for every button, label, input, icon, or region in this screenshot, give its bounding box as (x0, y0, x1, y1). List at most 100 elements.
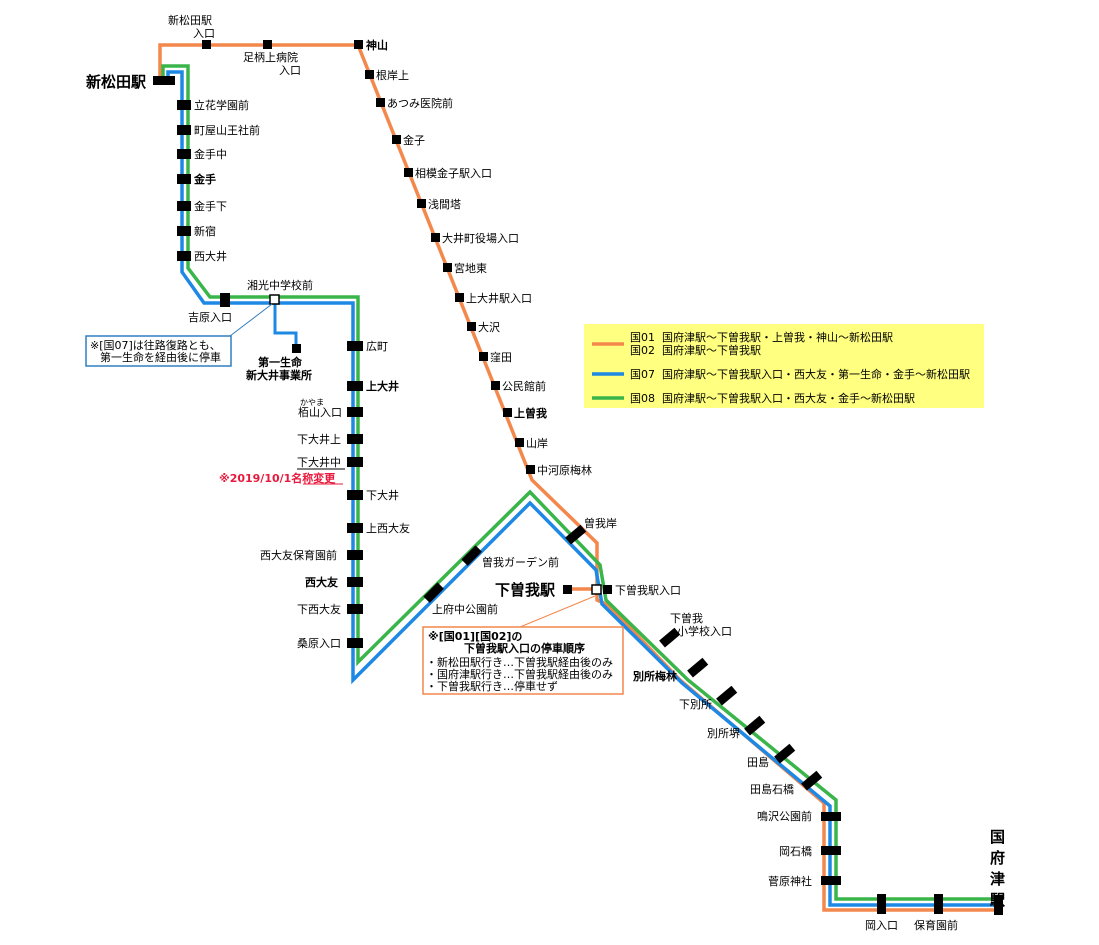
legend-code-kuni08: 国08 (630, 392, 655, 405)
terminal-label-kozu-char-1: 国 (990, 828, 1005, 846)
stop-label-oimachi: 大井町役場入口 (442, 231, 519, 245)
legend-text-kuni01: 国府津駅～下曽我駅・上曽我・神山～新松田駅 (662, 330, 893, 344)
stop-label-narusawa: 鳴沢公園前 (757, 809, 812, 823)
stop-label-shimosoga-iriguchi: 下曽我駅入口 (615, 583, 681, 597)
stop-label-besshosakai: 別所堺 (707, 727, 740, 740)
legend-text-kuni02: 国府津駅～下曽我駅 (662, 343, 761, 357)
stop-label-daiichi-1: 第一生命 (258, 355, 303, 369)
stop-label-daiichi-2: 新大井事業所 (246, 368, 312, 382)
legend-code-kuni01: 国01 (630, 331, 655, 344)
stop-label-kamioi: 上大井駅入口 (466, 291, 532, 305)
stop-label-kaminishiotomo: 上西大友 (366, 521, 410, 535)
stop-label-osawa: 大沢 (478, 320, 500, 334)
stop-markers-orange (202, 40, 572, 594)
stop-label-hiromachi: 広町 (366, 340, 388, 353)
legend-text-kuni07: 国府津駅～下曽我駅入口・西大友・第一生命・金手～新松田駅 (662, 367, 970, 381)
note-order-item-2: ・国府津駅行き…下曽我駅経由後のみ (426, 667, 613, 681)
terminal-label-kozu-char-4: 駅 (989, 891, 1006, 909)
legend: 国01 国府津駅～下曽我駅・上曽我・神山～新松田駅 国02 国府津駅～下曽我駅 … (584, 324, 984, 408)
stop-markers-kanede (177, 100, 230, 307)
stop-marker-shoko (269, 294, 280, 305)
stop-label-sogagishi: 曽我岸 (584, 516, 617, 530)
note-order-title-2: 下曽我駅入口の停車順序 (464, 641, 585, 655)
stop-label-shimosoga-sho-1: 下曽我 (670, 611, 703, 625)
stop-label-kamiyama: 神山 (366, 38, 388, 52)
stop-label-okaishibashi: 岡石橋 (779, 844, 812, 858)
route-line-blue-spur (273, 303, 298, 346)
stop-label-kanedeshita: 金手下 (194, 199, 227, 213)
stop-label-kanedenaka: 金手中 (194, 147, 227, 161)
note-order-item-1: ・新松田駅行き…下曽我駅経由後のみ (426, 655, 613, 669)
stop-label-negishikami: 根岸上 (376, 68, 409, 82)
stop-label-shinshuku: 新宿 (194, 224, 216, 238)
rename-note: ※2019/10/1名称変更 (219, 471, 336, 485)
stop-label-yamagishi: 山岸 (526, 437, 548, 450)
stop-label-sagami-kaneko: 相模金子駅入口 (415, 166, 492, 180)
stop-marker-daiichi (292, 344, 301, 353)
legend-background (584, 324, 984, 408)
terminal-label-kozu-char-3: 津 (990, 870, 1005, 888)
stop-label-kamioi2: 上大井 (366, 379, 399, 393)
stop-marker-shimosoga-iriguchi-1 (591, 584, 602, 595)
stop-label-kayama: 栢山入口 (298, 406, 342, 419)
note-order-pointer (519, 595, 596, 628)
stop-label-tajima: 田島 (747, 755, 769, 769)
terminal-label-kozu: 国 府 津 駅 (989, 828, 1006, 909)
stop-label-nishiotomo-hoiku: 西大友保育園前 (260, 548, 337, 562)
stop-label-shoko: 湘光中学校前 (247, 278, 313, 292)
stop-label-shimosoga-sho-2: 小学校入口 (677, 624, 732, 638)
legend-text-kuni08: 国府津駅～下曽我駅入口・西大友・金手～新松田駅 (662, 391, 915, 405)
stop-label-shimonishiotomo: 下西大友 (297, 602, 341, 616)
terminal-label-shinmatsuda: 新松田駅 (86, 73, 147, 91)
stop-label-kanede: 金手 (193, 172, 216, 186)
stop-label-atsumi: あつみ医院前 (387, 96, 453, 110)
stop-label-bessho-bairin: 別所梅林 (632, 669, 677, 683)
stop-label-soga-garden: 曽我ガーデン前 (482, 555, 559, 569)
stop-label-shimooinaka: 下大井中 (297, 455, 341, 469)
note-box-kuni07 (85, 335, 232, 367)
note-kuni07-line1: ※[国07]は往路復路とも、 (90, 338, 221, 352)
stop-label-oka-iriguchi: 岡入口 (865, 919, 898, 932)
stop-label-kominkan: 公民館前 (502, 379, 546, 393)
terminal-marker-kozu (994, 895, 1003, 915)
stop-label-asamato: 浅間塔 (428, 198, 461, 211)
legend-code-kuni02: 国02 (630, 344, 655, 357)
note-box-order (422, 626, 624, 695)
stop-label-shimooikami: 下大井上 (297, 432, 341, 446)
stop-label-ashigara-hosp-2: 入口 (279, 64, 301, 77)
stop-label-shinmatsuda-iriguchi-1: 新松田駅 (168, 13, 212, 27)
stop-label-kuwahara: 桑原入口 (297, 637, 341, 650)
note-kuni07-pointer (229, 303, 273, 337)
stop-label-tachibana: 立花学園前 (194, 98, 249, 112)
stop-label-kubota: 窪田 (490, 350, 512, 364)
note-order-title-1: ※[国01][国02]の (428, 630, 522, 643)
stop-label-kamisoga: 上曽我 (514, 406, 547, 420)
stop-marker-shimosoga-iriguchi-2 (603, 585, 612, 594)
stop-label-yoshiwara: 吉原入口 (188, 311, 232, 324)
note-order-item-3: ・下曽我駅行き…停車せず (426, 679, 558, 693)
route-line-blue (166, 70, 998, 907)
stop-label-miyachihigashi: 宮地東 (454, 261, 487, 275)
stop-label-shinmatsuda-iriguchi-2: 入口 (193, 27, 215, 40)
legend-code-kuni07: 国07 (630, 368, 655, 381)
stop-label-shimobessho: 下別所 (679, 698, 712, 711)
stop-markers-otomo (347, 341, 363, 648)
stop-label-nakagawara: 中河原梅林 (537, 463, 592, 477)
terminal-label-kozu-char-2: 府 (990, 849, 1005, 867)
stop-label-sugawara: 菅原神社 (768, 874, 812, 888)
stop-label-tajima-ishibashi: 田島石橋 (750, 782, 794, 796)
stop-label-hoikuen: 保育園前 (914, 918, 958, 932)
stop-markers-diagonal (423, 524, 823, 791)
terminal-label-shimosoga: 下曽我駅 (495, 581, 556, 599)
stop-label-nishiotomo: 西大友 (305, 575, 338, 589)
stop-label-nishioi: 西大井 (194, 249, 227, 263)
terminal-marker-shinmatsuda (153, 76, 175, 85)
stop-label-ashigara-hosp-1: 足柄上病院 (243, 50, 298, 64)
stop-label-kamifunaka: 上府中公園前 (432, 602, 498, 616)
note-kuni07-line2: 第一生命を経由後に停車 (100, 350, 221, 364)
stop-label-kaneko: 金子 (403, 133, 425, 147)
stop-markers-kozu (821, 812, 943, 914)
stop-label-kayama-ruby: かやま (300, 398, 324, 407)
